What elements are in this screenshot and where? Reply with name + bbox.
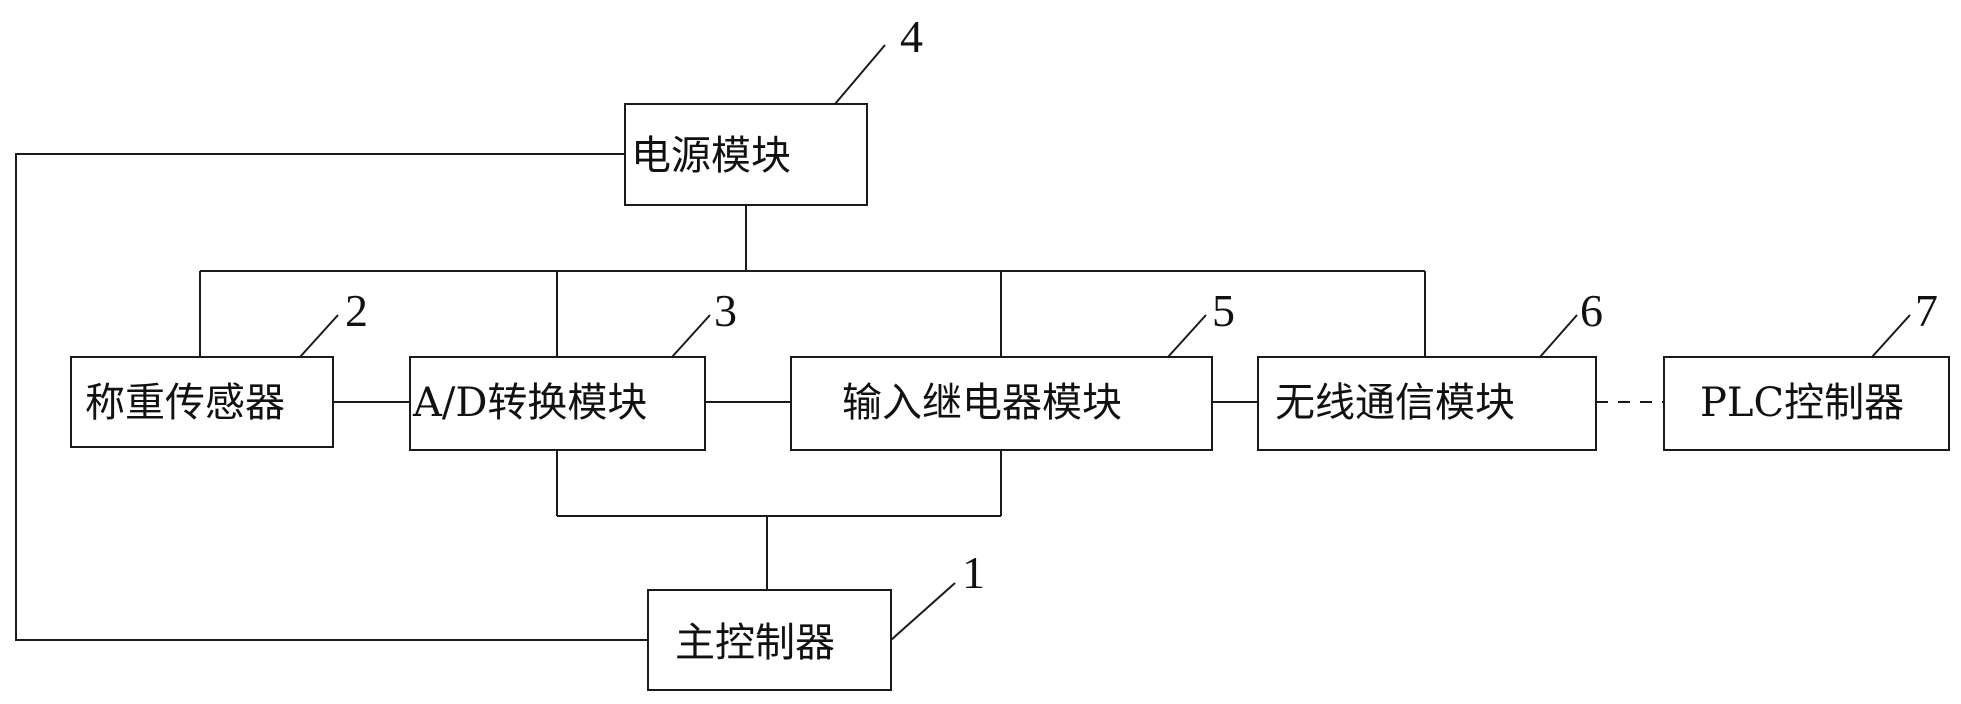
plc-controller-label: PLC控制器 <box>1700 380 1904 426</box>
ref-number-4: 4 <box>900 11 923 62</box>
wire-power-main-loop <box>15 153 648 641</box>
main-controller: 主控制器 <box>647 589 892 691</box>
ref-number-5: 5 <box>1212 285 1235 336</box>
reference-numbers: 4 2 3 5 6 7 1 <box>345 11 1938 598</box>
ref-number-3: 3 <box>714 285 737 336</box>
power-module-label: 电源模块 <box>631 133 791 179</box>
plc-controller: PLC控制器 <box>1663 356 1950 451</box>
input-relay-label: 输入继电器模块 <box>842 380 1122 426</box>
ad-converter-module: A/D转换模块 <box>409 356 706 451</box>
ref-number-6: 6 <box>1580 285 1603 336</box>
reference-leaders <box>299 44 1911 641</box>
input-relay-module: 输入继电器模块 <box>790 356 1213 451</box>
power-module: 电源模块 <box>624 103 868 206</box>
leader-3 <box>671 314 711 358</box>
main-controller-label: 主控制器 <box>675 620 835 666</box>
ref-number-2: 2 <box>345 285 368 336</box>
leader-6 <box>1539 314 1578 358</box>
wireless-comm-label: 无线通信模块 <box>1275 380 1515 426</box>
ref-number-7: 7 <box>1915 285 1938 336</box>
leader-2 <box>299 314 339 358</box>
wireless-comm-module: 无线通信模块 <box>1257 356 1597 451</box>
connections <box>15 153 1664 641</box>
weighing-sensor: 称重传感器 <box>70 356 334 448</box>
leader-1 <box>890 582 956 641</box>
weighing-sensor-label: 称重传感器 <box>85 380 285 426</box>
leader-7 <box>1871 314 1911 358</box>
leader-5 <box>1167 314 1207 358</box>
ad-converter-label: A/D转换模块 <box>412 380 647 426</box>
ref-number-1: 1 <box>962 547 985 598</box>
leader-4 <box>834 44 886 105</box>
